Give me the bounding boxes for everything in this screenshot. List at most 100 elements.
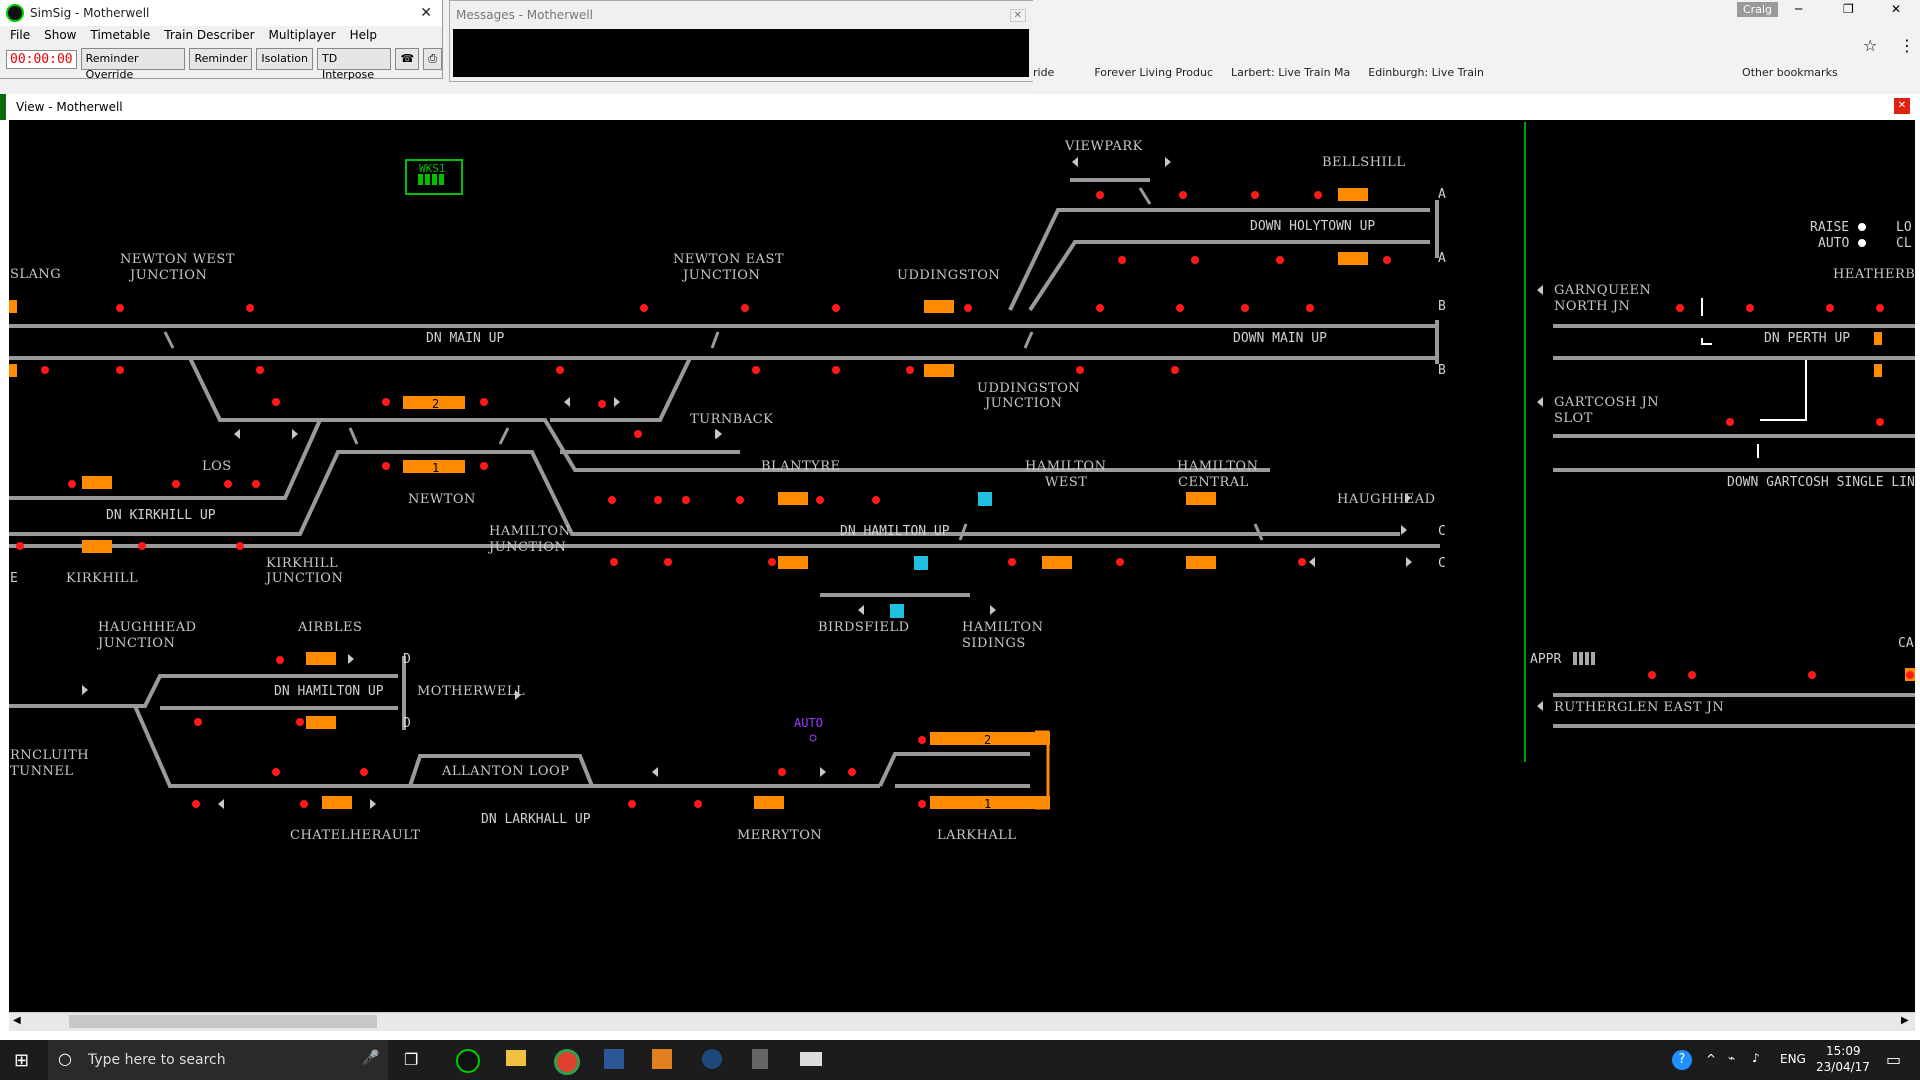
signal-aspect[interactable] — [1096, 191, 1104, 199]
signal-aspect[interactable] — [848, 768, 856, 776]
signal-aspect[interactable] — [246, 304, 254, 312]
signal-aspect[interactable] — [1746, 304, 1754, 312]
chrome-icon[interactable] — [554, 1049, 580, 1075]
menu-train-describer[interactable]: Train Describer — [164, 28, 255, 42]
berth[interactable] — [754, 796, 784, 809]
signals[interactable] — [16, 191, 1914, 808]
berth[interactable] — [9, 364, 17, 377]
search-input[interactable]: Type here to search — [88, 1052, 226, 1068]
telephone-icon[interactable]: ☎ — [395, 48, 420, 70]
berth[interactable] — [82, 540, 112, 553]
sim-clock[interactable]: 00:00:00 — [6, 49, 77, 69]
signal-aspect[interactable] — [752, 366, 760, 374]
signal-aspect[interactable] — [872, 496, 880, 504]
signal-aspect[interactable] — [640, 304, 648, 312]
berth[interactable] — [306, 716, 336, 729]
signal-aspect[interactable] — [16, 542, 24, 550]
signal-aspect[interactable] — [664, 558, 672, 566]
berth[interactable] — [403, 460, 465, 473]
signal-aspect[interactable] — [556, 366, 564, 374]
berth[interactable] — [930, 796, 1050, 809]
signal-aspect[interactable] — [172, 480, 180, 488]
signal-aspect[interactable] — [480, 398, 488, 406]
windows-start-icon[interactable]: ⊞ — [14, 1050, 30, 1071]
menu-file[interactable]: File — [10, 28, 31, 42]
reminder-override-button[interactable]: Reminder Override — [80, 48, 186, 81]
signal-aspect[interactable] — [634, 430, 642, 438]
scroll-left-icon[interactable]: ◀ — [13, 1015, 21, 1026]
signal-aspect[interactable] — [610, 558, 618, 566]
horizontal-scrollbar[interactable]: ◀ ▶ — [9, 1012, 1915, 1031]
berth[interactable] — [403, 396, 465, 409]
berth[interactable] — [1338, 252, 1368, 265]
file-explorer-icon[interactable] — [506, 1050, 526, 1066]
signal-aspect[interactable] — [360, 768, 368, 776]
signal-aspect[interactable] — [1096, 304, 1104, 312]
bookmark-item[interactable]: Edinburgh: Live Train — [1368, 66, 1485, 79]
berth[interactable] — [924, 300, 954, 313]
scroll-thumb[interactable] — [69, 1015, 377, 1028]
signal-aspect[interactable] — [1876, 418, 1884, 426]
auto-button[interactable] — [809, 734, 817, 742]
star-icon[interactable]: ☆ — [1863, 36, 1878, 55]
td-interpose-button[interactable]: TD Interpose — [317, 48, 392, 81]
signal-aspect[interactable] — [1251, 191, 1259, 199]
signal-aspect[interactable] — [1176, 304, 1184, 312]
signal-aspect[interactable] — [628, 800, 636, 808]
berth[interactable] — [778, 492, 808, 505]
menu-dots-icon[interactable]: ⋮ — [1899, 36, 1915, 55]
signal-aspect[interactable] — [1116, 558, 1124, 566]
user-badge[interactable]: Craig — [1737, 2, 1778, 17]
signal-aspect[interactable] — [1688, 671, 1696, 679]
bookmark-item[interactable]: Larbert: Live Train Ma — [1231, 66, 1351, 79]
signal-aspect[interactable] — [1648, 671, 1656, 679]
signal-aspect[interactable] — [654, 496, 662, 504]
raise-button[interactable] — [1858, 223, 1866, 231]
signal-aspect[interactable] — [608, 496, 616, 504]
berth[interactable] — [1874, 332, 1882, 345]
clock-time[interactable]: 15:09 — [1826, 1044, 1861, 1058]
close-icon[interactable]: ✕ — [1894, 98, 1910, 114]
signal-aspect[interactable] — [1306, 304, 1314, 312]
search-box[interactable]: ○ Type here to search 🎤 — [48, 1040, 388, 1080]
signal-aspect[interactable] — [1383, 256, 1391, 264]
signal-aspect[interactable] — [138, 542, 146, 550]
signal-aspect[interactable] — [1191, 256, 1199, 264]
signal-aspect[interactable] — [272, 398, 280, 406]
signal-aspect[interactable] — [1179, 191, 1187, 199]
signal-aspect[interactable] — [272, 768, 280, 776]
berth[interactable] — [1338, 188, 1368, 201]
signal-aspect[interactable] — [816, 496, 824, 504]
messages-list[interactable] — [453, 29, 1029, 77]
signal-aspect[interactable] — [68, 480, 76, 488]
help-icon[interactable]: ? — [1672, 1050, 1692, 1070]
menu-multiplayer[interactable]: Multiplayer — [268, 28, 336, 42]
auto-toggle[interactable] — [1858, 239, 1866, 247]
signal-aspect[interactable] — [252, 480, 260, 488]
mail-icon[interactable] — [800, 1052, 822, 1066]
signal-aspect[interactable] — [1171, 366, 1179, 374]
signal-aspect[interactable] — [736, 496, 744, 504]
berth[interactable] — [930, 732, 1050, 745]
menu-help[interactable]: Help — [349, 28, 377, 42]
signal-aspect[interactable] — [116, 304, 124, 312]
clock-date[interactable]: 23/04/17 — [1816, 1060, 1870, 1074]
close-icon[interactable]: ✕ — [1891, 2, 1902, 16]
signal-aspect[interactable] — [918, 800, 926, 808]
signal-aspect[interactable] — [832, 304, 840, 312]
bookmark-item[interactable]: ride — [1033, 66, 1055, 79]
signal-aspect[interactable] — [1726, 418, 1734, 426]
tray-up-icon[interactable]: ^ — [1706, 1052, 1717, 1066]
signal-aspect[interactable] — [276, 656, 284, 664]
signalling-panel[interactable]: WKS1 — [9, 120, 1915, 1012]
signal-aspect[interactable] — [1008, 558, 1016, 566]
auto-indicator[interactable]: AUTO — [794, 716, 823, 730]
signal-aspect[interactable] — [116, 366, 124, 374]
close-icon[interactable]: ✕ — [1009, 8, 1026, 22]
network-icon[interactable]: ⌁ — [1728, 1051, 1736, 1065]
signal-aspect[interactable] — [1808, 671, 1816, 679]
berth[interactable] — [778, 556, 808, 569]
berth[interactable] — [1042, 556, 1072, 569]
isolation-button[interactable]: Isolation — [256, 48, 313, 70]
berth[interactable] — [82, 476, 112, 489]
